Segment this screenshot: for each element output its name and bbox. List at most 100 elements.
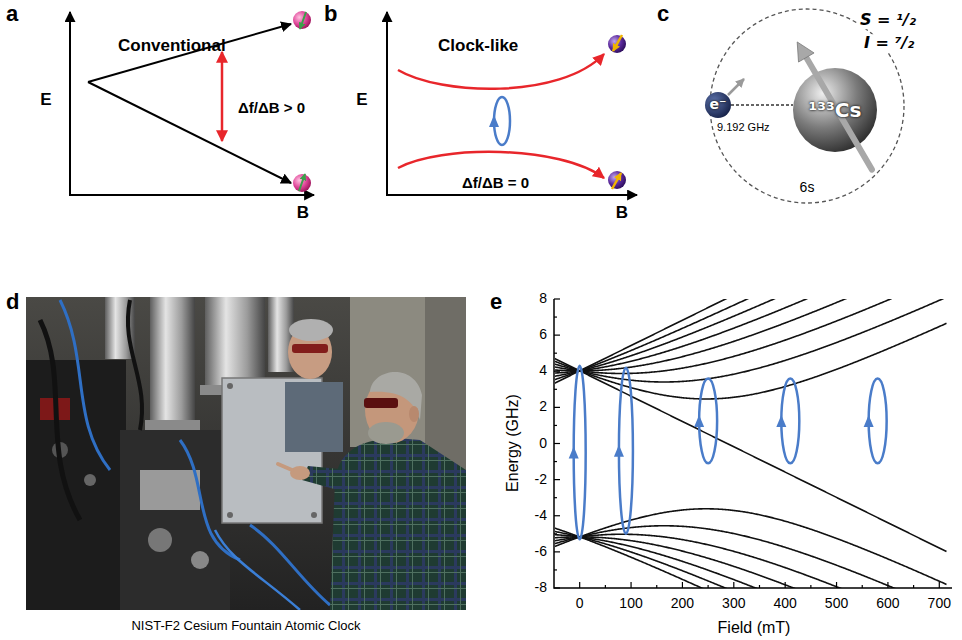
- tick-mark: [554, 533, 557, 534]
- orbital-link: [731, 104, 793, 105]
- energy-level: [555, 299, 946, 384]
- tick-mark: [836, 582, 837, 588]
- energy-plot: [554, 190, 952, 640]
- tick-mark: [554, 425, 557, 426]
- electron-label: e⁻: [710, 97, 727, 112]
- electron-outline: [705, 92, 731, 118]
- energy-level: [555, 535, 946, 588]
- nuclear-spin-arrow: [806, 57, 872, 169]
- spin-label: S = ¹/₂: [858, 11, 918, 29]
- plot-axes: [554, 299, 952, 588]
- photo-caption: NIST-F2 Cesium Fountain Atomic Clock: [131, 619, 360, 633]
- panel-letter: c: [657, 2, 669, 26]
- tick-label: 8: [539, 291, 547, 306]
- tick-mark: [913, 585, 914, 588]
- electron-spin-arrow: [728, 79, 744, 95]
- axis-title: Field (mT): [718, 619, 791, 637]
- panel-letter: e: [490, 290, 502, 314]
- tick-mark: [554, 461, 557, 462]
- tick-mark: [554, 551, 560, 552]
- tick-mark: [554, 389, 557, 390]
- tick-mark: [682, 582, 683, 588]
- frequency-label: 9.192 GHz: [717, 121, 770, 133]
- transition-loop: [776, 378, 799, 463]
- tick-mark: [810, 585, 811, 588]
- tick-mark: [785, 582, 786, 588]
- tick-mark: [554, 479, 560, 480]
- tick-mark: [579, 582, 580, 588]
- axis-title: Energy (GHz): [504, 394, 522, 492]
- tick-mark: [708, 585, 709, 588]
- tick-label: 4: [539, 364, 547, 379]
- panel-letter: a: [6, 2, 18, 26]
- nuclear-spin-arrowhead: [797, 42, 814, 62]
- energy-level: [555, 528, 946, 588]
- transition-loop: [694, 378, 717, 463]
- transition-loop: [864, 378, 887, 463]
- tick-label: 100: [619, 596, 642, 611]
- tick-mark: [554, 298, 560, 299]
- tick-mark: [554, 569, 557, 570]
- tick-mark: [759, 585, 760, 588]
- axis-label: B: [616, 204, 628, 223]
- tick-label: -8: [535, 580, 547, 595]
- atomic-clock-photo: [26, 297, 466, 610]
- energy-level: [555, 531, 946, 588]
- nucleus-label: ¹³³Cs: [809, 99, 862, 121]
- splitting-label: Δf/ΔB > 0: [238, 100, 305, 117]
- tick-label: 500: [825, 596, 848, 611]
- tick-label: 600: [876, 596, 899, 611]
- tick-label: 700: [928, 596, 951, 611]
- panel-letter: b: [324, 2, 337, 26]
- tick-label: -2: [535, 472, 547, 487]
- tick-mark: [887, 582, 888, 588]
- splitting-label: Δf/ΔB = 0: [462, 175, 529, 192]
- tick-mark: [862, 585, 863, 588]
- tick-label: 300: [722, 596, 745, 611]
- cesium-nucleus-outline: [793, 68, 877, 152]
- tick-label: -4: [535, 508, 547, 523]
- clock-like-panel: [387, 12, 637, 195]
- electron: e⁻: [705, 92, 731, 118]
- axis-label: E: [356, 91, 367, 110]
- orbital-circle: e⁻ ¹³³Cs 6s: [709, 8, 905, 204]
- transition-loop: [569, 366, 586, 539]
- cesium-nucleus: ¹³³Cs: [793, 68, 877, 152]
- transition-loop: [614, 368, 633, 534]
- tick-mark: [554, 371, 560, 372]
- tick-label: 0: [539, 436, 547, 451]
- tick-mark: [630, 582, 631, 588]
- axis-label: E: [40, 91, 51, 110]
- tick-mark: [554, 407, 560, 408]
- energy-level: [555, 299, 946, 380]
- tick-mark: [554, 316, 557, 317]
- tick-mark: [554, 497, 557, 498]
- tick-label: 2: [539, 400, 547, 415]
- tick-label: 400: [773, 596, 796, 611]
- spin-label: I = ⁷/₂: [862, 34, 916, 52]
- orbital-label: 6s: [800, 180, 815, 195]
- tick-label: 0: [576, 596, 584, 611]
- tick-mark: [554, 335, 560, 336]
- tick-mark: [605, 585, 606, 588]
- tick-mark: [554, 587, 560, 588]
- energy-level: [555, 358, 946, 551]
- tick-label: 6: [539, 327, 547, 342]
- tick-label: -6: [535, 544, 547, 559]
- panel-letter: d: [6, 290, 19, 314]
- tick-mark: [656, 585, 657, 588]
- tick-mark: [939, 582, 940, 588]
- panel-title: Conventional: [118, 37, 226, 56]
- tick-mark: [554, 443, 560, 444]
- panel-title: Clock-like: [438, 37, 518, 56]
- tick-mark: [733, 582, 734, 588]
- tick-mark: [554, 353, 557, 354]
- orbital-circle-outline: [709, 8, 905, 204]
- tick-mark: [554, 515, 560, 516]
- tick-label: 200: [671, 596, 694, 611]
- axis-label: B: [297, 204, 309, 223]
